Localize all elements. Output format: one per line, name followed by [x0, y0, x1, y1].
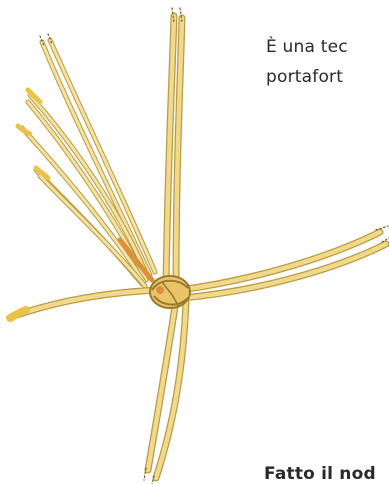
square-knot: [150, 276, 190, 308]
intro-text: È una tec portafort: [266, 32, 348, 92]
intro-line-1: È una tec: [266, 32, 348, 62]
bottom-cords: [144, 300, 186, 484]
upper-left-cords: [18, 34, 155, 286]
step-text: Fatto il nod: [264, 462, 376, 484]
right-horizontal-cords: [180, 226, 389, 298]
intro-line-2: portafort: [266, 62, 348, 92]
left-horizontal-cord: [10, 290, 160, 318]
top-vertical-cord: [166, 8, 182, 285]
